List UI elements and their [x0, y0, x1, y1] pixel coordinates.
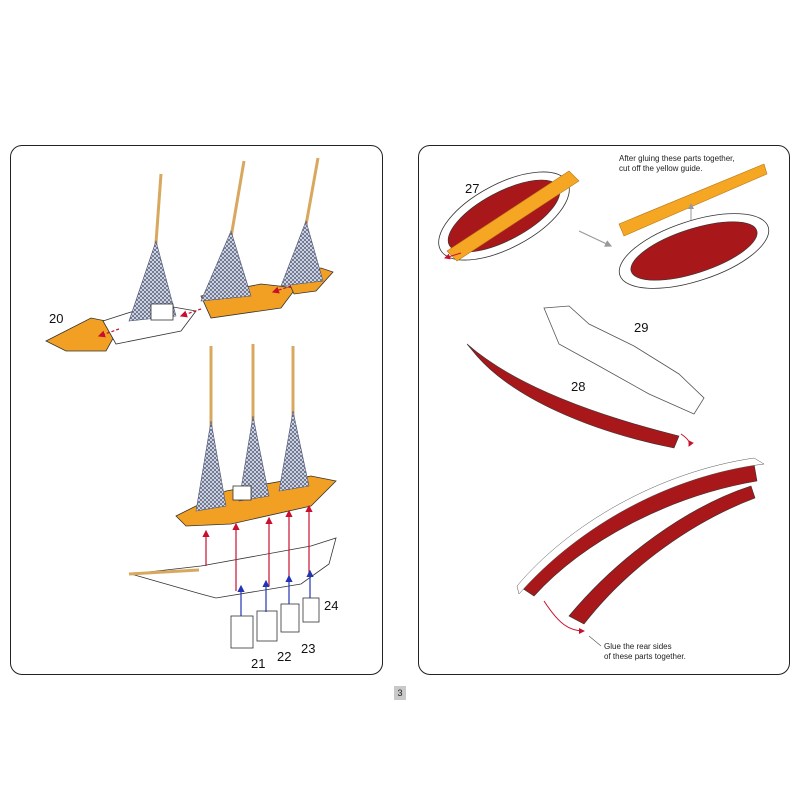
part-label-22: 22 [277, 649, 292, 664]
callout-leader [588, 635, 602, 647]
deck-cabin [150, 303, 174, 321]
note-cut-yellow-guide: After gluing these parts together, cut o… [619, 154, 735, 173]
hull [130, 537, 337, 599]
right-assembly-diagram [438, 163, 770, 647]
hull-side-left [518, 463, 758, 597]
part-label-29: 29 [634, 320, 649, 335]
rigging-3 [280, 220, 324, 287]
part-label-23: 23 [301, 641, 316, 656]
part-label-27: 27 [465, 181, 480, 196]
part-label-28: 28 [571, 379, 586, 394]
assembled-hull-sides [516, 457, 765, 647]
next-step-arrow [578, 230, 613, 247]
part-27-with-guide [438, 170, 580, 262]
part-27-hull-cut [630, 221, 758, 281]
upper-deck-exploded [45, 157, 334, 352]
bowsprit [128, 568, 200, 576]
keel-24 [302, 597, 320, 623]
keel-22 [256, 610, 278, 642]
rigging-2 [200, 230, 252, 302]
note-glue-rear-sides: Glue the rear sides of these parts toget… [604, 642, 686, 661]
left-instruction-panel: 20 21 22 23 24 [10, 145, 383, 675]
yellow-guide [446, 170, 580, 262]
lower-assembly [128, 344, 337, 649]
keel-21 [230, 615, 254, 649]
hull-side-right [568, 485, 756, 625]
keel-23 [280, 603, 300, 633]
part-label-24: 24 [324, 598, 339, 613]
part-label-20: 20 [49, 311, 64, 326]
page-number: 3 [394, 686, 406, 700]
right-instruction-panel: 27 28 29 After gluing these parts togeth… [418, 145, 790, 675]
part-29-outline [543, 305, 705, 415]
part-label-21: 21 [251, 656, 266, 671]
parts-28-29 [466, 305, 705, 449]
left-assembly-diagram [45, 157, 337, 649]
part-27-cut [618, 163, 770, 289]
part-28-hull [466, 343, 680, 449]
removed-yellow-guide [618, 163, 768, 237]
